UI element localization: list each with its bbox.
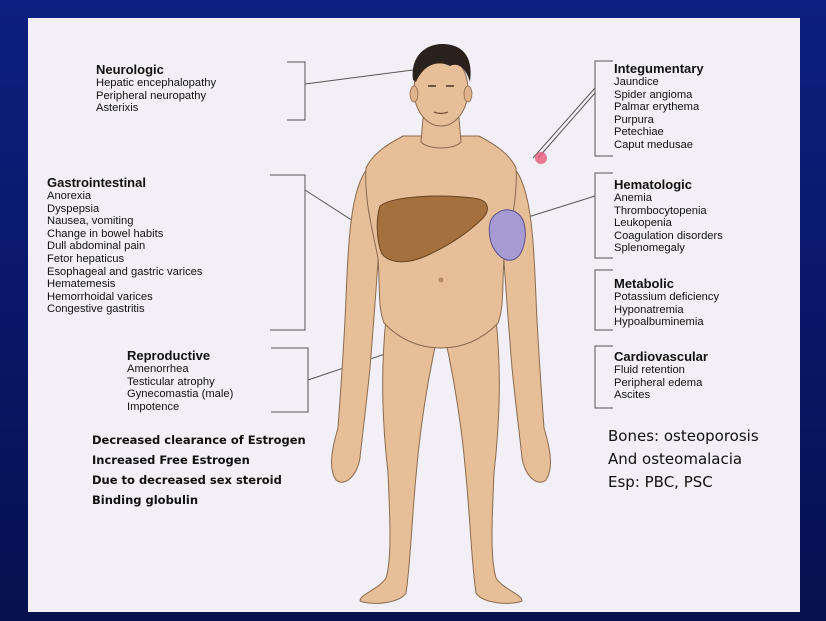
- list-item: Fluid retention: [614, 364, 708, 377]
- list-item: Petechiae: [614, 126, 704, 139]
- list-item: Change in bowel habits: [47, 228, 202, 241]
- list-item: Spider angioma: [614, 89, 704, 102]
- estrogen-note: Decreased clearance of Estrogen Increase…: [92, 430, 306, 510]
- hematologic-title: Hematologic: [614, 177, 723, 192]
- list-item: Asterixis: [96, 102, 216, 115]
- integumentary-title: Integumentary: [614, 61, 704, 76]
- note-line: Due to decreased sex steroid: [92, 470, 306, 490]
- list-item: Potassium deficiency: [614, 291, 719, 304]
- list-item: Testicular atrophy: [127, 376, 233, 389]
- list-item: Gynecomastia (male): [127, 388, 233, 401]
- reproductive-title: Reproductive: [127, 348, 233, 363]
- list-item: Thrombocytopenia: [614, 205, 723, 218]
- cardiovascular-title: Cardiovascular: [614, 349, 708, 364]
- list-item: Hyponatremia: [614, 304, 719, 317]
- list-item: Amenorrhea: [127, 363, 233, 376]
- list-item: Ascites: [614, 389, 708, 402]
- note-line: Esp: PBC, PSC: [608, 471, 759, 494]
- neurologic-group: Neurologic Hepatic encephalopathy Periph…: [96, 62, 216, 115]
- list-item: Splenomegaly: [614, 242, 723, 255]
- list-item: Dyspepsia: [47, 203, 202, 216]
- list-item: Jaundice: [614, 76, 704, 89]
- list-item: Hematemesis: [47, 278, 202, 291]
- list-item: Hepatic encephalopathy: [96, 77, 216, 90]
- list-item: Caput medusae: [614, 139, 704, 152]
- note-line: And osteomalacia: [608, 448, 759, 471]
- metabolic-title: Metabolic: [614, 276, 719, 291]
- list-item: Coagulation disorders: [614, 230, 723, 243]
- note-line: Decreased clearance of Estrogen: [92, 430, 306, 450]
- list-item: Leukopenia: [614, 217, 723, 230]
- note-line: Increased Free Estrogen: [92, 450, 306, 470]
- list-item: Fetor hepaticus: [47, 253, 202, 266]
- list-item: Impotence: [127, 401, 233, 414]
- left-leg: [360, 318, 438, 603]
- right-leg: [444, 318, 522, 603]
- body-figure: [332, 44, 551, 603]
- list-item: Congestive gastritis: [47, 303, 202, 316]
- cardiovascular-group: Cardiovascular Fluid retention Periphera…: [614, 349, 708, 402]
- list-item: Nausea, vomiting: [47, 215, 202, 228]
- list-item: Palmar erythema: [614, 101, 704, 114]
- gastrointestinal-group: Gastrointestinal Anorexia Dyspepsia Naus…: [47, 175, 202, 316]
- integumentary-group: Integumentary Jaundice Spider angioma Pa…: [614, 61, 704, 152]
- neurologic-title: Neurologic: [96, 62, 216, 77]
- list-item: Dull abdominal pain: [47, 240, 202, 253]
- note-line: Binding globulin: [92, 490, 306, 510]
- list-item: Purpura: [614, 114, 704, 127]
- slide: Neurologic Hepatic encephalopathy Periph…: [28, 18, 800, 612]
- reproductive-group: Reproductive Amenorrhea Testicular atrop…: [127, 348, 233, 413]
- hematologic-group: Hematologic Anemia Thrombocytopenia Leuk…: [614, 177, 723, 255]
- list-item: Hypoalbuminemia: [614, 316, 719, 329]
- gastrointestinal-title: Gastrointestinal: [47, 175, 202, 190]
- list-item: Peripheral neuropathy: [96, 90, 216, 103]
- metabolic-group: Metabolic Potassium deficiency Hyponatre…: [614, 276, 719, 329]
- list-item: Esophageal and gastric varices: [47, 266, 202, 279]
- list-item: Anorexia: [47, 190, 202, 203]
- spider-angioma-mark: [535, 152, 547, 164]
- list-item: Peripheral edema: [614, 377, 708, 390]
- list-item: Hemorrhoidal varices: [47, 291, 202, 304]
- list-item: Anemia: [614, 192, 723, 205]
- note-line: Bones: osteoporosis: [608, 425, 759, 448]
- bones-note: Bones: osteoporosis And osteomalacia Esp…: [608, 425, 759, 494]
